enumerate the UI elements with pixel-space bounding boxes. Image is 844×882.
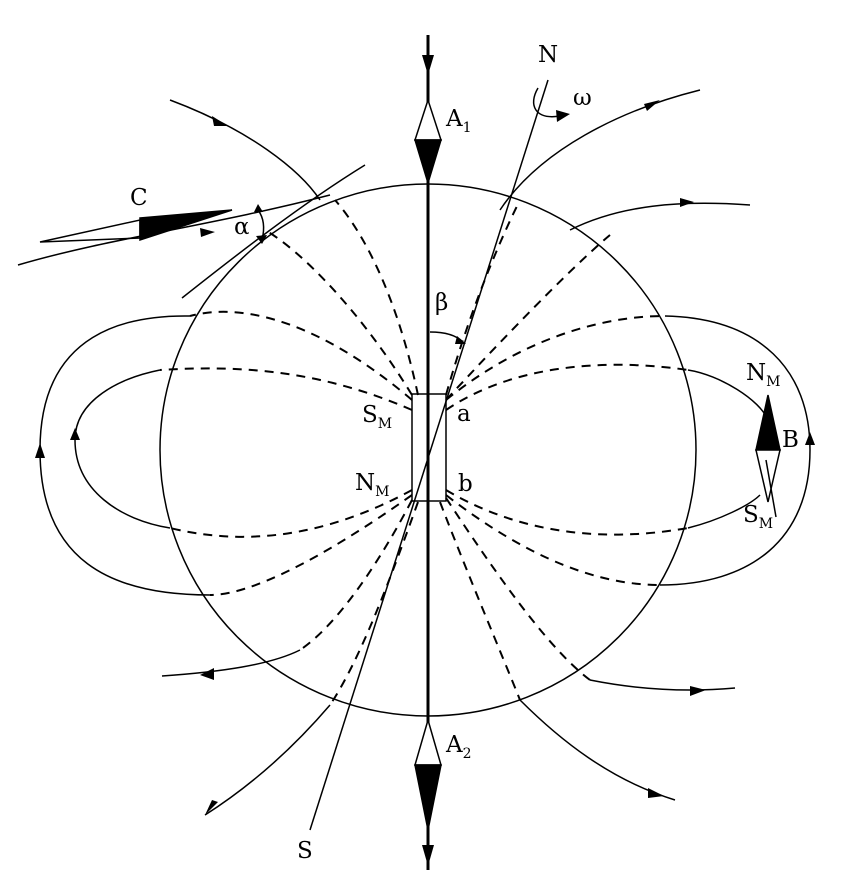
field-line-dashed	[445, 494, 661, 586]
label-a1: A1	[445, 106, 472, 136]
field-line-solid	[17, 194, 331, 266]
field-line-dashed	[329, 501, 419, 706]
field-line-dashed	[445, 234, 611, 401]
label-omega: ω	[573, 85, 592, 111]
field-line-solid	[569, 202, 751, 231]
label-sm-left: SM	[362, 402, 392, 432]
axis-top-arrow	[422, 55, 434, 75]
field-line-dashed	[445, 199, 521, 396]
field-line-solid	[169, 99, 321, 201]
field-line-dashed	[445, 315, 666, 401]
field-line-dashed	[334, 199, 419, 396]
label-s-geographic: S	[297, 838, 313, 864]
bar-magnet	[411, 393, 447, 502]
field-line-dashed	[445, 489, 689, 536]
compass-needle-b	[755, 394, 781, 518]
field-line-dashed	[299, 499, 413, 651]
compass-needle-a2	[414, 717, 442, 831]
field-line-solid	[499, 89, 701, 211]
field-line-dashed	[445, 497, 591, 681]
field-line-solid	[519, 699, 676, 801]
field-line-dashed	[264, 229, 413, 396]
label-beta: β	[435, 290, 448, 316]
label-b-compass: B	[782, 427, 799, 453]
label-n-geographic: N	[538, 42, 558, 68]
field-line-solid	[161, 649, 301, 677]
rotation-omega-arrow	[532, 87, 561, 118]
field-line-dashed	[189, 310, 413, 401]
label-nm-left: NM	[355, 470, 389, 500]
field-line-solid	[687, 369, 769, 421]
field-line-dashed	[445, 363, 689, 411]
label-a: a	[457, 401, 471, 427]
field-line-dashed	[169, 489, 413, 538]
field-line-solid	[204, 704, 331, 816]
magnetic-axis	[309, 79, 549, 831]
label-sm-right: SM	[743, 502, 773, 532]
field-line-dashed	[439, 501, 521, 701]
label-a2: A2	[445, 732, 472, 762]
label-alpha: α	[234, 214, 250, 240]
field-line-solid	[181, 164, 366, 299]
field-line-dashed	[159, 367, 413, 411]
field-line-solid	[687, 494, 761, 529]
field-line-solid	[74, 369, 171, 529]
compass-needle-a1	[413, 97, 443, 186]
field-line-solid	[589, 679, 736, 691]
field-line-dashed	[209, 494, 413, 596]
label-c: C	[130, 185, 148, 211]
field-line-solid	[39, 315, 211, 596]
compass-needle-c	[39, 209, 233, 243]
label-b-magnet: b	[458, 471, 473, 497]
field-line-solid	[659, 315, 811, 586]
axis-bottom-arrow	[422, 845, 434, 866]
label-nm-right: NM	[746, 360, 780, 390]
